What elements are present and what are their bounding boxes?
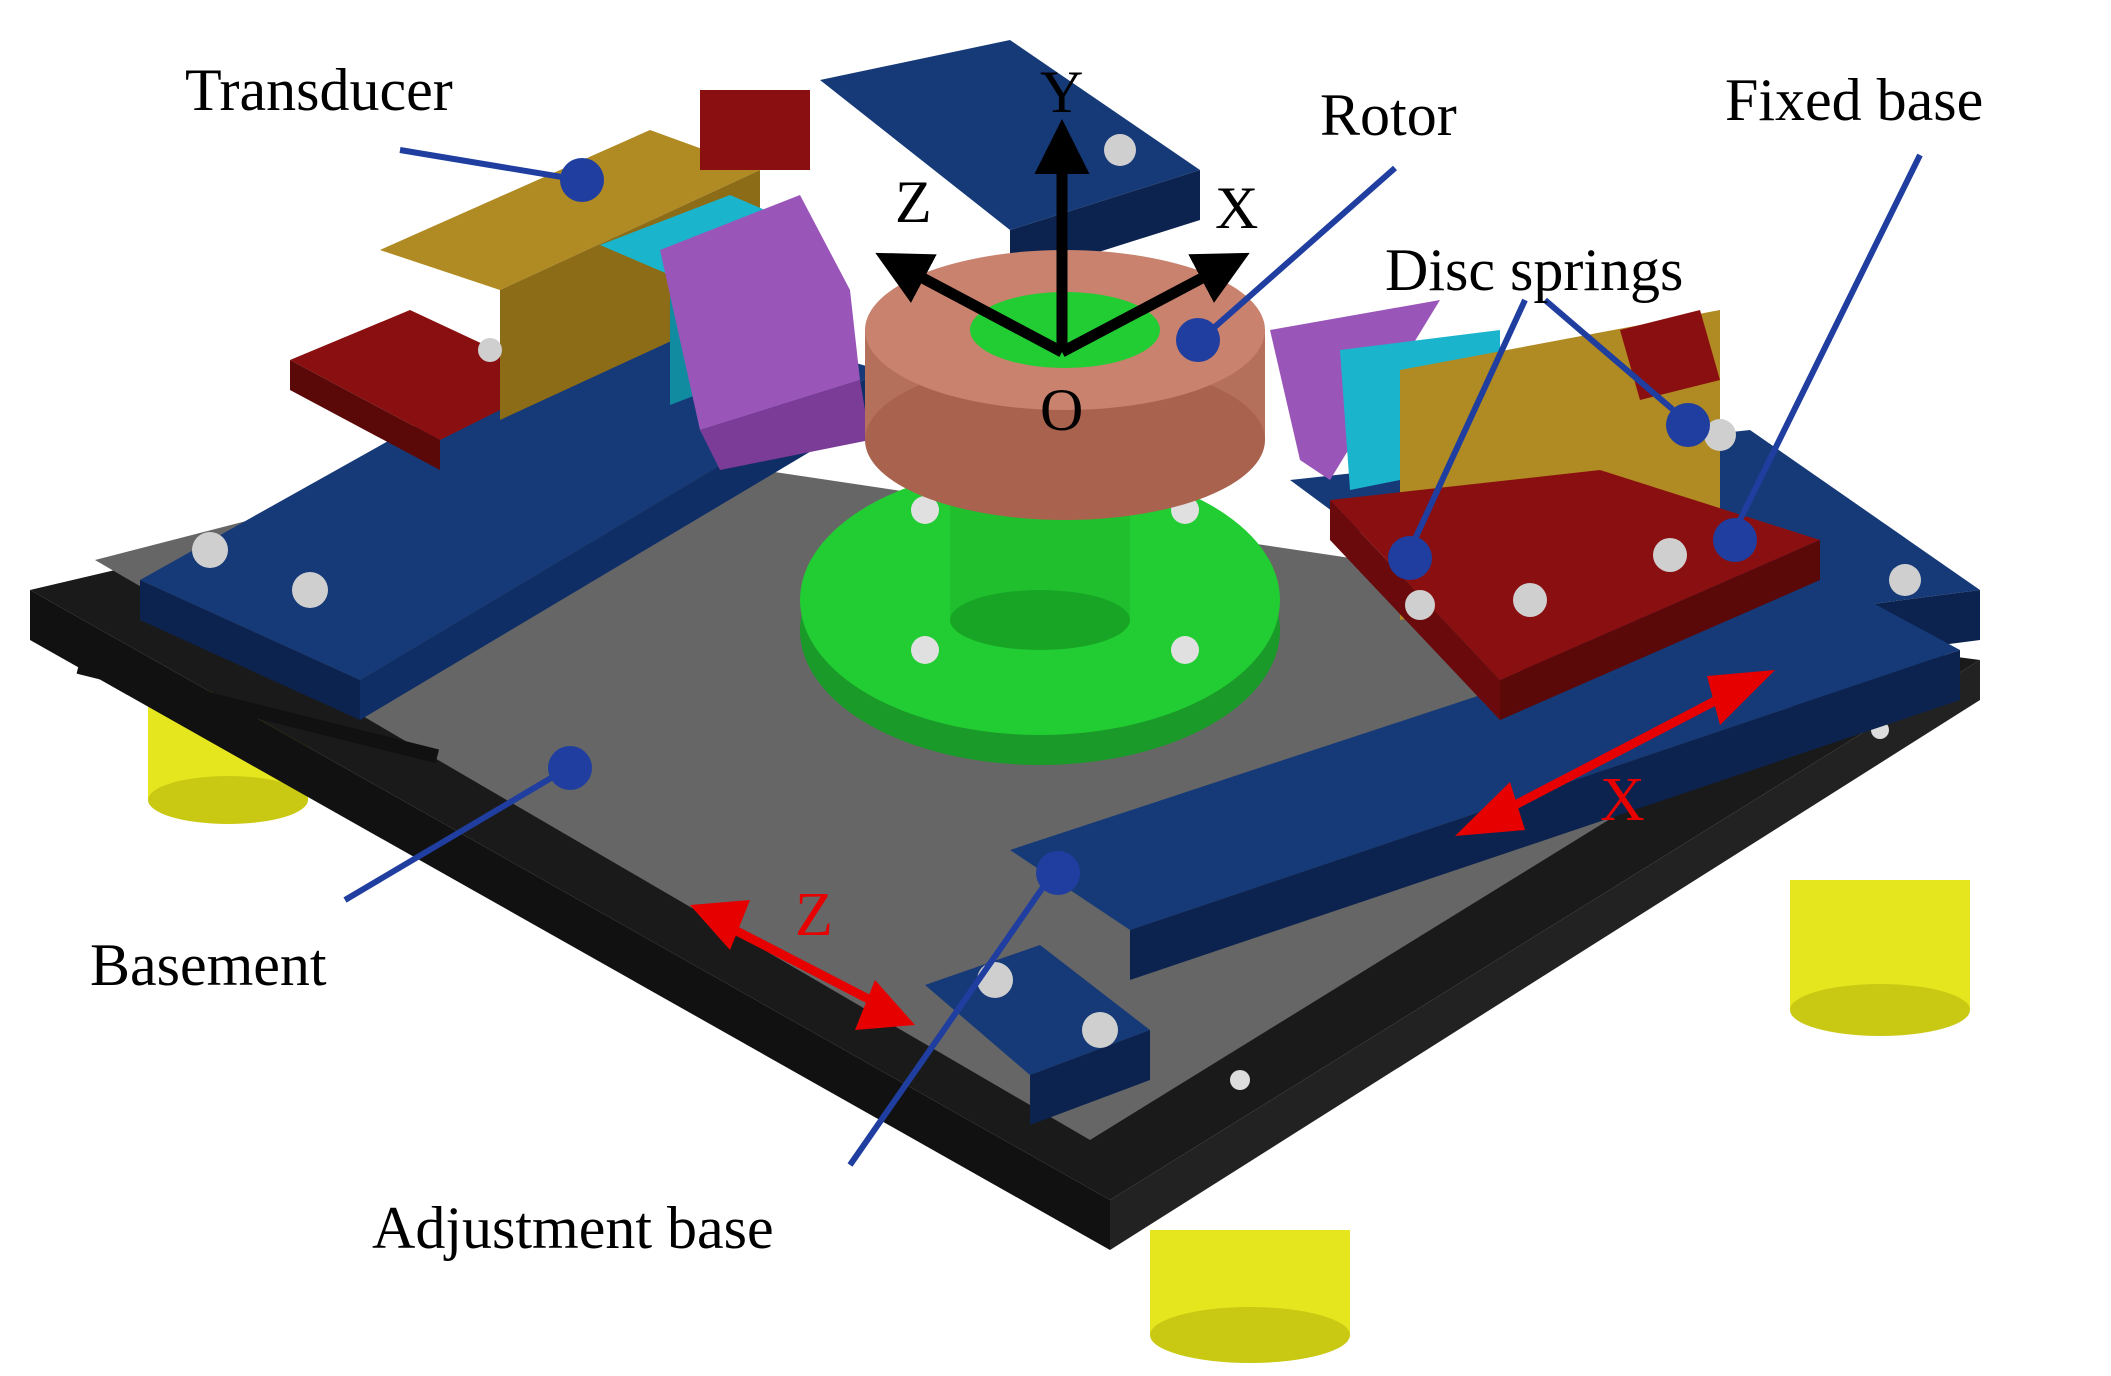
adjustment-base-label: Adjustment base xyxy=(372,1195,774,1261)
left-transducer xyxy=(290,90,870,470)
component-labels: Transducer Rotor Fixed base Disc springs… xyxy=(90,57,1983,1261)
transducer-dot xyxy=(560,158,604,202)
adjustment-base-dot xyxy=(1036,851,1080,895)
basement-label: Basement xyxy=(90,932,327,998)
z-motion-arrow: Z xyxy=(690,881,915,1030)
fixed-base-label: Fixed base xyxy=(1725,67,1983,133)
rotor-label: Rotor xyxy=(1320,82,1457,148)
origin-label: O xyxy=(1040,377,1083,443)
adjustment-base-rail xyxy=(925,580,1960,1125)
x-axis-label: X xyxy=(1215,175,1258,241)
transducer-label: Transducer xyxy=(185,57,453,123)
disc-springs-label: Disc springs xyxy=(1385,237,1683,303)
foot-front xyxy=(1150,1230,1350,1363)
leader-lines xyxy=(343,147,1923,1167)
z-motion-label: Z xyxy=(795,881,833,949)
x-motion-arrow: X xyxy=(1455,670,1775,836)
y-axis-label: Y xyxy=(1040,59,1083,125)
fixed-base-dot xyxy=(1713,518,1757,562)
basement-dot xyxy=(548,746,592,790)
x-axis-arrow xyxy=(1059,252,1250,357)
z-axis-label: Z xyxy=(895,169,932,235)
z-axis-arrow xyxy=(875,252,1065,357)
disc-spring-dot-1 xyxy=(1388,536,1432,580)
coordinate-axes: Y Z X O xyxy=(875,59,1258,443)
rail-back xyxy=(820,40,1200,280)
motion-arrows: X Z xyxy=(690,670,1775,1030)
x-motion-label: X xyxy=(1600,766,1645,834)
support-feet xyxy=(148,690,1970,1363)
rotor-dot xyxy=(1176,318,1220,362)
foot-back-right xyxy=(1790,880,1970,1036)
disc-spring-dot-2 xyxy=(1666,403,1710,447)
leader-dots xyxy=(548,158,1757,895)
right-transducer xyxy=(1270,300,1820,720)
